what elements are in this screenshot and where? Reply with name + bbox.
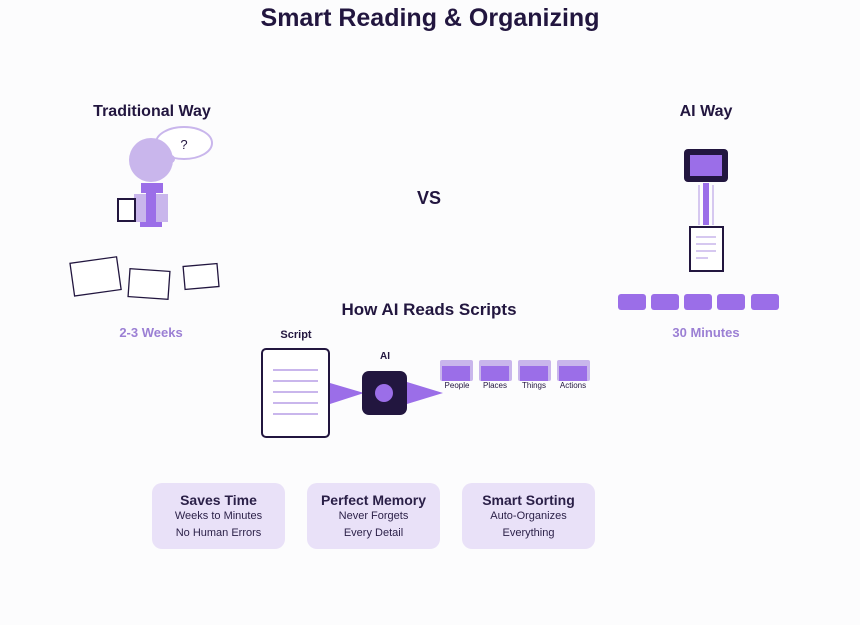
benefit-line: No Human Errors	[175, 527, 262, 539]
traditional-duration: 2-3 Weeks	[119, 325, 182, 340]
benefit-card-perfect-memory: Perfect Memory Never Forgets Every Detai…	[307, 483, 440, 549]
script-document-icon	[261, 348, 330, 438]
ai-chip-icon	[362, 371, 407, 415]
benefit-card-smart-sorting: Smart Sorting Auto-Organizes Everything	[462, 483, 595, 549]
document-icon	[689, 226, 724, 272]
benefit-line: Every Detail	[343, 527, 404, 539]
benefit-line: Auto-Organizes	[490, 510, 567, 522]
traditional-heading: Traditional Way	[93, 103, 211, 120]
ai-duration: 30 Minutes	[672, 325, 739, 340]
question-mark: ?	[180, 137, 187, 152]
thinking-person-icon	[129, 126, 213, 227]
page-title: Smart Reading & Organizing	[261, 4, 600, 32]
scattered-papers-icon	[69, 256, 220, 301]
script-label: Script	[280, 329, 312, 341]
process-heading: How AI Reads Scripts	[341, 300, 516, 319]
category-label-things: Things	[522, 381, 546, 390]
robot-scanner-icon	[684, 149, 728, 225]
category-label-actions: Actions	[560, 381, 586, 390]
sorted-blocks-icon	[618, 294, 779, 310]
arrow-right-icon	[330, 383, 364, 404]
versus-label: VS	[417, 188, 441, 208]
category-chips	[440, 360, 590, 381]
category-label-places: Places	[483, 381, 507, 390]
ai-label: AI	[380, 351, 390, 362]
arrow-right-icon	[407, 382, 443, 404]
book-icon	[117, 198, 136, 222]
benefit-line: Everything	[502, 527, 555, 539]
benefit-line: Weeks to Minutes	[174, 510, 263, 522]
benefit-title: Smart Sorting	[482, 492, 575, 508]
benefit-line: Never Forgets	[338, 510, 409, 522]
benefit-card-saves-time: Saves Time Weeks to Minutes No Human Err…	[152, 483, 285, 549]
benefit-title: Saves Time	[180, 492, 257, 508]
category-label-people: People	[445, 381, 470, 390]
ai-heading: AI Way	[680, 103, 733, 120]
benefit-title: Perfect Memory	[320, 492, 427, 508]
